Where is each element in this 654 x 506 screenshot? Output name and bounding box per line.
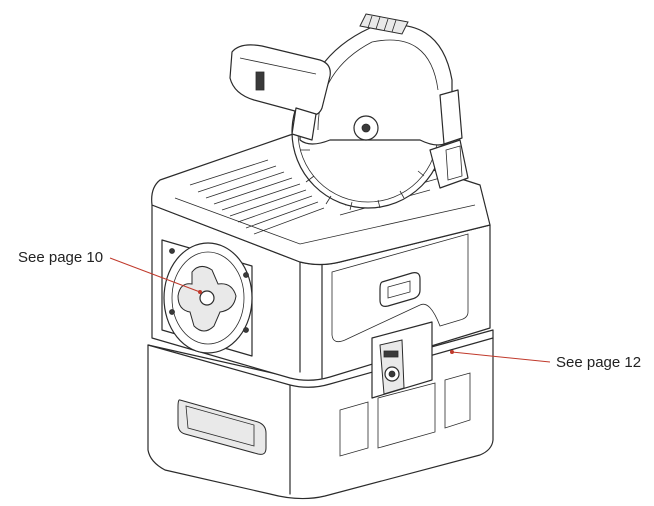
leader-line-left <box>109 257 201 293</box>
leader-dot-right <box>450 350 454 354</box>
saw-guard <box>299 13 453 146</box>
side-water-port <box>161 239 253 357</box>
saw-handle <box>229 44 331 141</box>
callout-see-page-12: See page 12 <box>556 354 641 371</box>
leader-line-right <box>451 351 551 363</box>
leader-dot-left <box>198 290 202 294</box>
base-handle-cutout <box>177 399 267 455</box>
callout-see-page-10: See page 10 <box>18 249 103 266</box>
rear-mount <box>429 89 469 189</box>
callout-leaders <box>109 257 551 363</box>
